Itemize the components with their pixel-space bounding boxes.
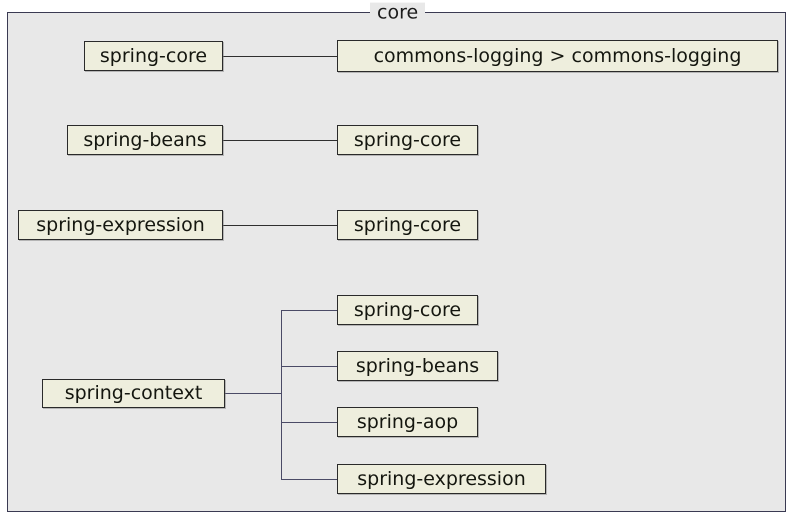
connector-row3	[223, 225, 337, 226]
node-spring-core-row3[interactable]: spring-core	[337, 210, 478, 240]
connector-row4-branch-4	[281, 479, 337, 480]
node-spring-aop-row4[interactable]: spring-aop	[337, 407, 478, 437]
node-spring-core-row4[interactable]: spring-core	[337, 295, 478, 325]
connector-row4-branch-3	[281, 422, 337, 423]
connector-row4-stem	[225, 393, 281, 394]
node-spring-beans-row2[interactable]: spring-beans	[67, 125, 223, 155]
node-spring-expression-row4[interactable]: spring-expression	[337, 464, 546, 494]
connector-row1	[223, 56, 337, 57]
diagram-canvas: core spring-core commons-logging > commo…	[7, 2, 786, 512]
connector-row4-branch-1	[281, 310, 337, 311]
node-spring-beans-row4[interactable]: spring-beans	[337, 351, 498, 381]
connector-row4-trunk	[281, 310, 282, 479]
connector-row4-branch-2	[281, 366, 337, 367]
panel-title-core: core	[370, 2, 426, 23]
connector-row2	[223, 140, 337, 141]
core-panel: core	[7, 2, 786, 512]
node-spring-core-row2[interactable]: spring-core	[337, 125, 478, 155]
node-commons-logging-row1[interactable]: commons-logging > commons-logging	[337, 40, 778, 72]
node-spring-context-row4[interactable]: spring-context	[42, 379, 225, 408]
node-spring-expression-row3[interactable]: spring-expression	[18, 210, 223, 240]
node-spring-core-row1[interactable]: spring-core	[84, 41, 223, 71]
